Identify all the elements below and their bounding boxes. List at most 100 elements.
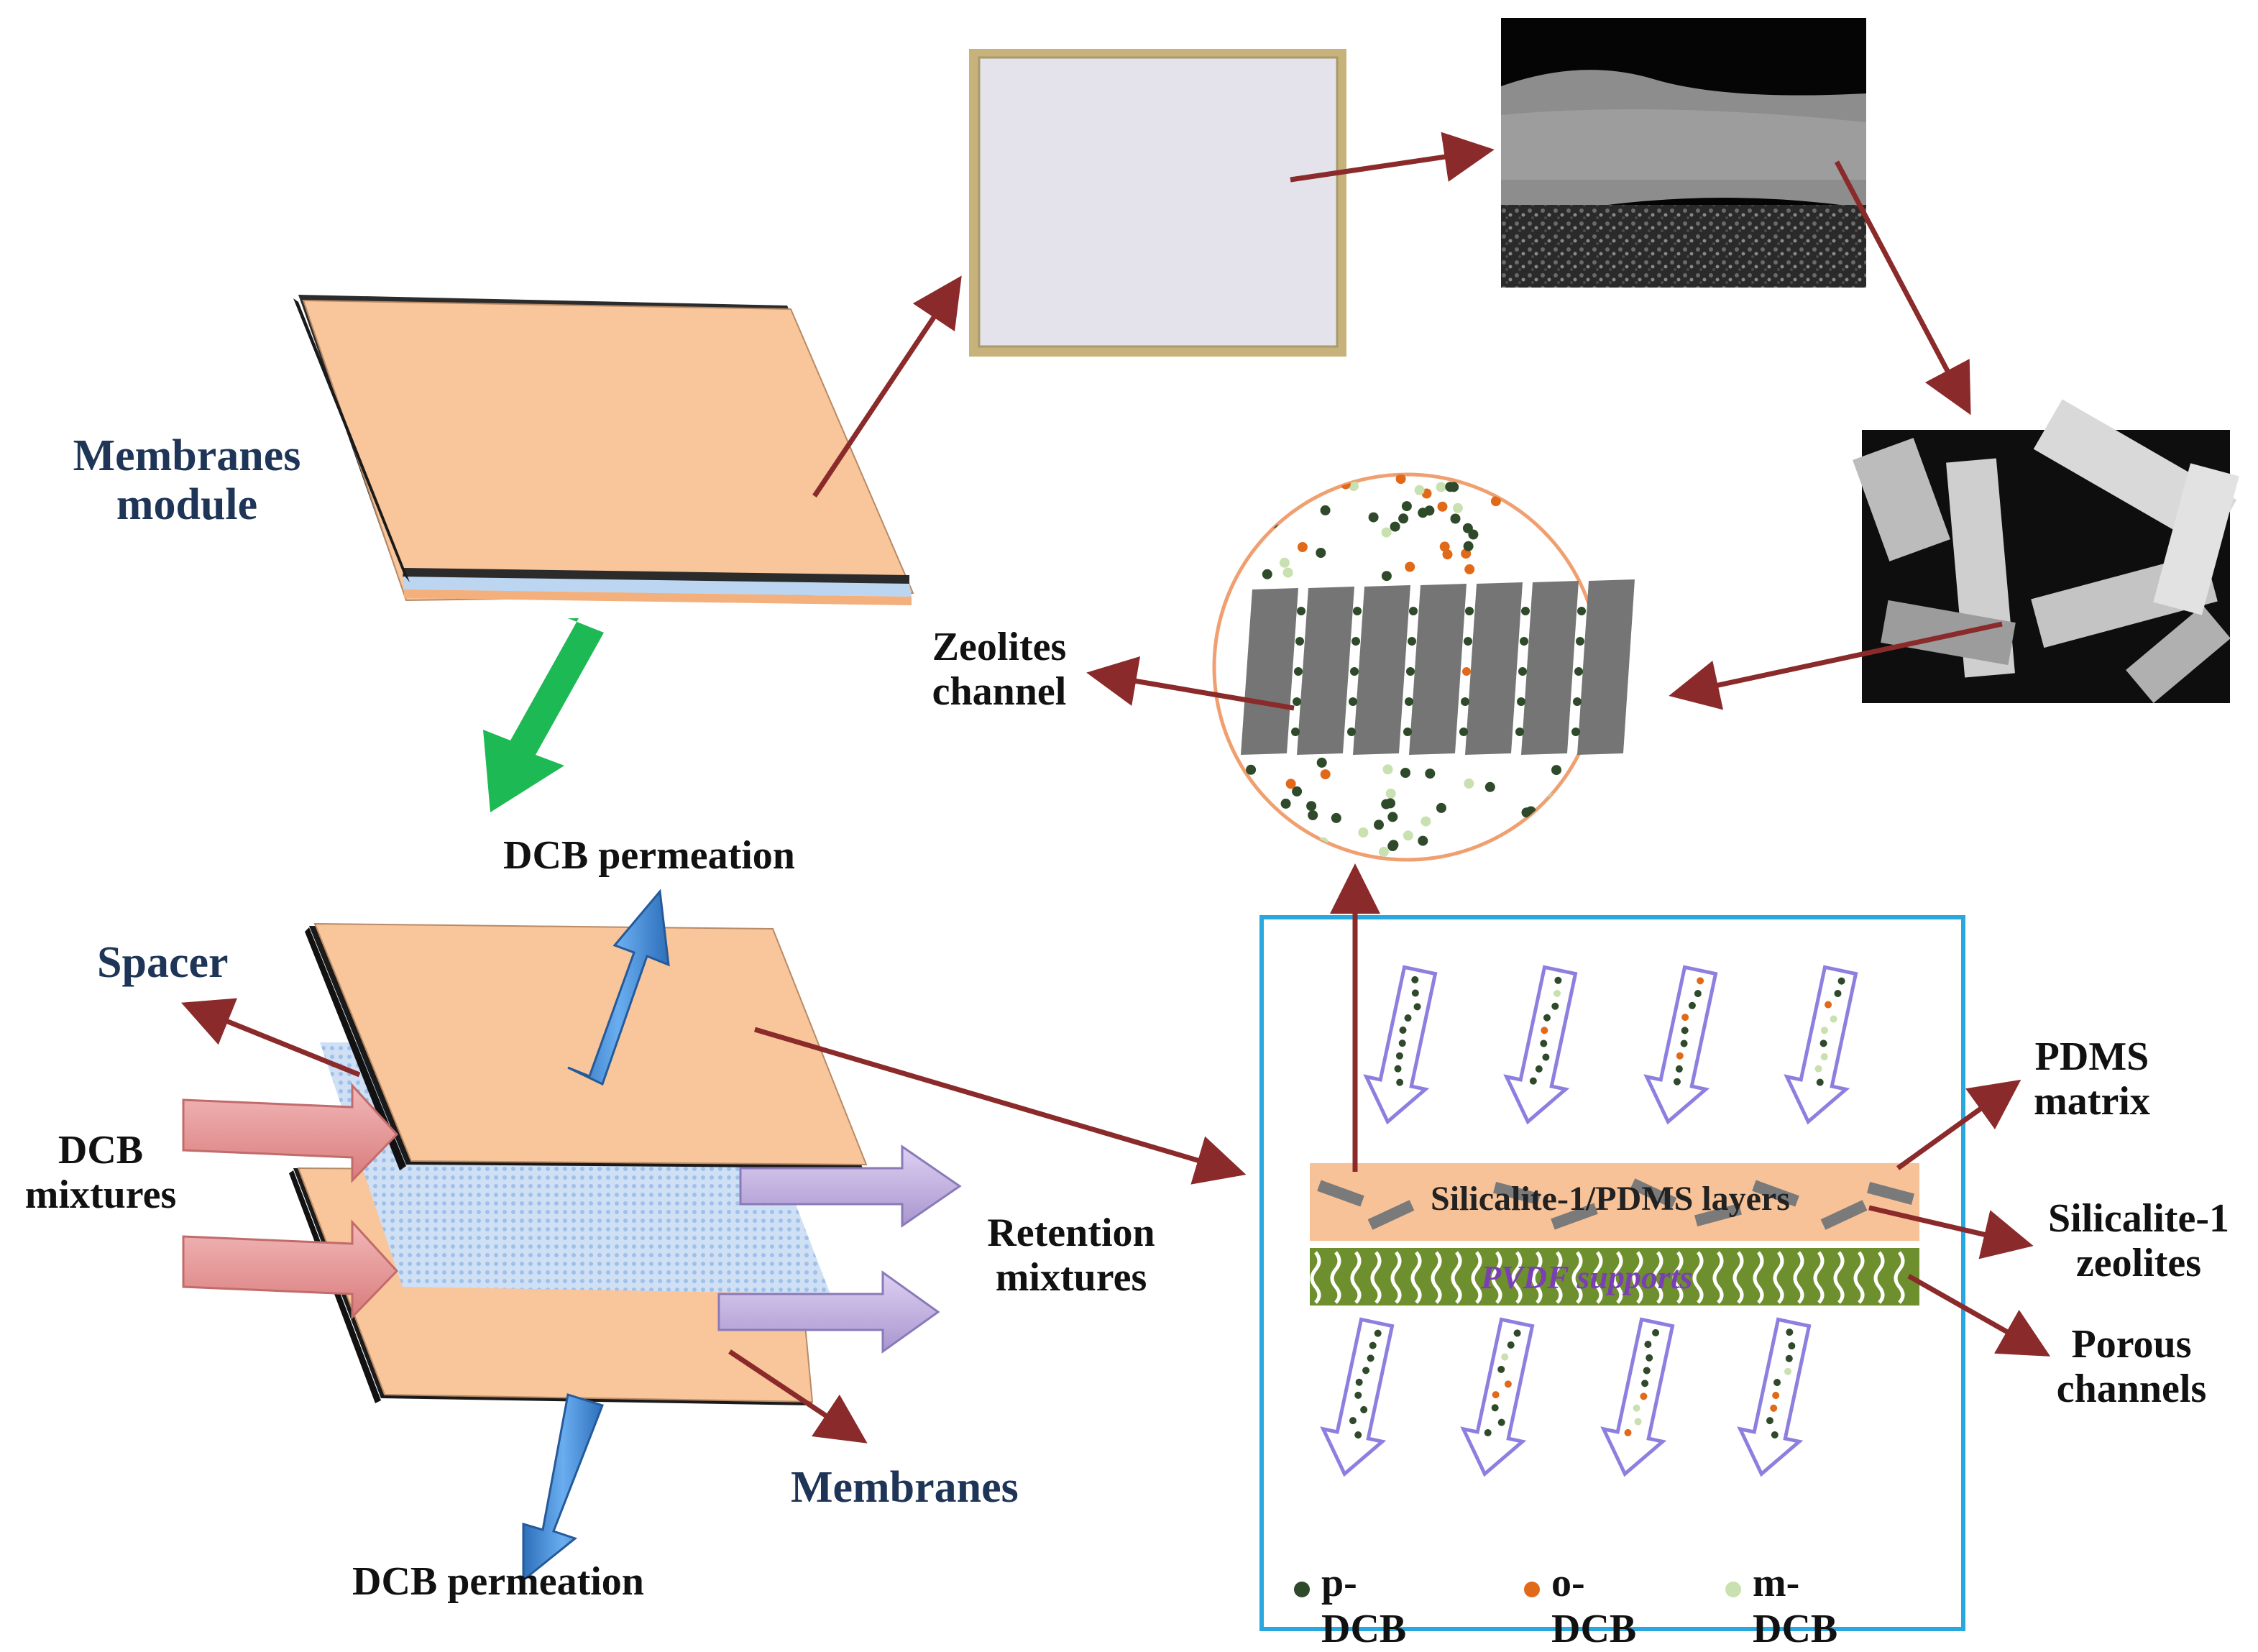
legend-dot-m-dcb: [1725, 1582, 1741, 1597]
channel-dot: [1462, 667, 1471, 676]
membrane-layers: [1310, 1163, 1919, 1305]
arrow-molecule-dot: [1394, 1065, 1402, 1073]
sem-crystal-image: [1853, 399, 2239, 703]
arrow-molecule-dot: [1652, 1329, 1660, 1336]
membranes-label: Membranes: [791, 1463, 1019, 1512]
arrow-molecule-dot: [1786, 1329, 1794, 1336]
retention-mixtures-label-line2: mixtures: [995, 1254, 1147, 1300]
feed-arrow: [1363, 965, 1438, 1125]
arrow-molecule-dot: [1404, 1014, 1412, 1022]
pvdf-wave: [1712, 1251, 1724, 1304]
pvdf-wave: [1471, 1251, 1482, 1304]
zeolite-dash: [1867, 1181, 1914, 1206]
arrow-molecule-dot: [1784, 1367, 1792, 1375]
silicalite-zeolites-label: Silicalite-1 zeolites: [2020, 1196, 2257, 1285]
channel-dot: [1520, 637, 1528, 646]
membrane-photo: [969, 49, 1346, 357]
dcb-mixtures-label-line1: DCB: [58, 1128, 144, 1173]
arrow-molecule-dot: [1399, 1026, 1407, 1034]
molecule-dot: [1292, 786, 1303, 797]
channel-dot: [1518, 667, 1527, 676]
pvdf-wave: [1551, 1251, 1563, 1304]
arrow-molecule-dot: [1694, 990, 1702, 998]
channel-dot: [1291, 728, 1300, 736]
molecule-dot: [1387, 812, 1398, 822]
molecule-dot: [1442, 549, 1453, 560]
arrow-molecule-dot: [1697, 977, 1704, 985]
arrow-molecule-dot: [1413, 1003, 1421, 1011]
arrow-molecule-dot: [1681, 1027, 1689, 1034]
molecule-dot: [1222, 485, 1232, 496]
pvdf-wave: [1793, 1251, 1804, 1304]
molecule-dot: [1484, 781, 1495, 792]
molecule-dot: [1374, 820, 1384, 830]
pvdf-wave: [1531, 1251, 1543, 1304]
arrow-molecule-dot: [1497, 1365, 1505, 1373]
dcb-mixtures-label: DCB mixtures: [0, 1128, 201, 1217]
molecule-dot: [1575, 760, 1586, 771]
dcb-permeation-bottom-label: DCB permeation: [352, 1559, 644, 1604]
arrow-molecule-dot: [1497, 1418, 1505, 1426]
spacer-label: Spacer: [97, 938, 229, 987]
arrow-molecule-dot: [1820, 1027, 1828, 1034]
arrow-molecule-dot: [1529, 1077, 1537, 1085]
arrow-molecule-dot: [1624, 1428, 1632, 1436]
arrow-molecule-dot: [1491, 1404, 1499, 1412]
arrow-molecule-dot: [1507, 1341, 1515, 1349]
pvdf-wave: [1370, 1251, 1382, 1304]
pvdf-wave: [1753, 1251, 1764, 1304]
molecule-dot: [1521, 807, 1532, 818]
pdms-matrix-label-line1: PDMS: [2034, 1034, 2149, 1079]
arrow-molecule-dot: [1355, 1378, 1363, 1386]
molecule-dot: [1414, 485, 1425, 495]
arrow-molecule-dot: [1369, 1341, 1377, 1349]
arrow-molecule-dot: [1641, 1380, 1649, 1387]
channel-dot: [1349, 697, 1357, 706]
legend-label-o-dcb: o-DCB: [1551, 1561, 1637, 1651]
permeate-arrows-bottom: [1320, 1317, 1812, 1477]
arrow-molecule-dot: [1484, 1428, 1492, 1436]
feed-arrows-top: [1363, 965, 1858, 1125]
exploded-module: [289, 922, 868, 1405]
channel-dot: [1574, 667, 1583, 676]
arrow-molecule-dot: [1411, 976, 1419, 983]
channel-dot: [1464, 637, 1472, 646]
arrow-molecule-dot: [1633, 1404, 1640, 1412]
silicalite-zeolites-label-line1: Silicalite-1: [2048, 1196, 2229, 1241]
arrow-molecule-dot: [1398, 1040, 1406, 1047]
molecule-dot: [1574, 517, 1584, 528]
arrow-molecule-dot: [1643, 1367, 1651, 1375]
membranes-module-label: Membranes module: [43, 431, 331, 529]
molecule-dot: [1395, 474, 1406, 485]
molecule-dot: [1449, 482, 1459, 492]
pvdf-wave: [1592, 1251, 1603, 1304]
molecule-dot: [1331, 812, 1341, 823]
arrow-molecule-dot: [1673, 1078, 1681, 1086]
pvdf-wave: [1431, 1251, 1442, 1304]
molecule-dot: [1297, 542, 1308, 552]
arrow-molecule-dot: [1837, 977, 1845, 985]
zeolite-dash: [1694, 1203, 1742, 1227]
zeolites-channel-label-line2: channel: [932, 669, 1067, 714]
dcb-mixtures-label-line2: mixtures: [24, 1172, 177, 1217]
porous-channels-label-line2: channels: [2056, 1366, 2207, 1411]
zeolite-bars: [1241, 579, 1635, 755]
molecule-dot: [1348, 481, 1359, 492]
arrow-molecule-dot: [1788, 1342, 1796, 1350]
channel-dot: [1573, 697, 1582, 706]
pvdf-wave: [1571, 1251, 1583, 1304]
molecule-dot: [1320, 505, 1331, 515]
molecule-dot: [1316, 548, 1326, 558]
channel-dot: [1403, 728, 1412, 736]
pvdf-wave: [1672, 1251, 1684, 1304]
pvdf-wave: [1410, 1251, 1422, 1304]
arrow-molecule-dot: [1634, 1418, 1642, 1426]
feed-arrow: [1503, 965, 1578, 1125]
molecule-dot: [1418, 508, 1428, 518]
pvdf-wave: [1813, 1251, 1825, 1304]
molecule-dot: [1224, 535, 1234, 546]
molecule-dot: [1378, 846, 1389, 857]
membranes-module-illustration: [293, 295, 914, 605]
arrow-molecule-dot: [1535, 1065, 1543, 1073]
